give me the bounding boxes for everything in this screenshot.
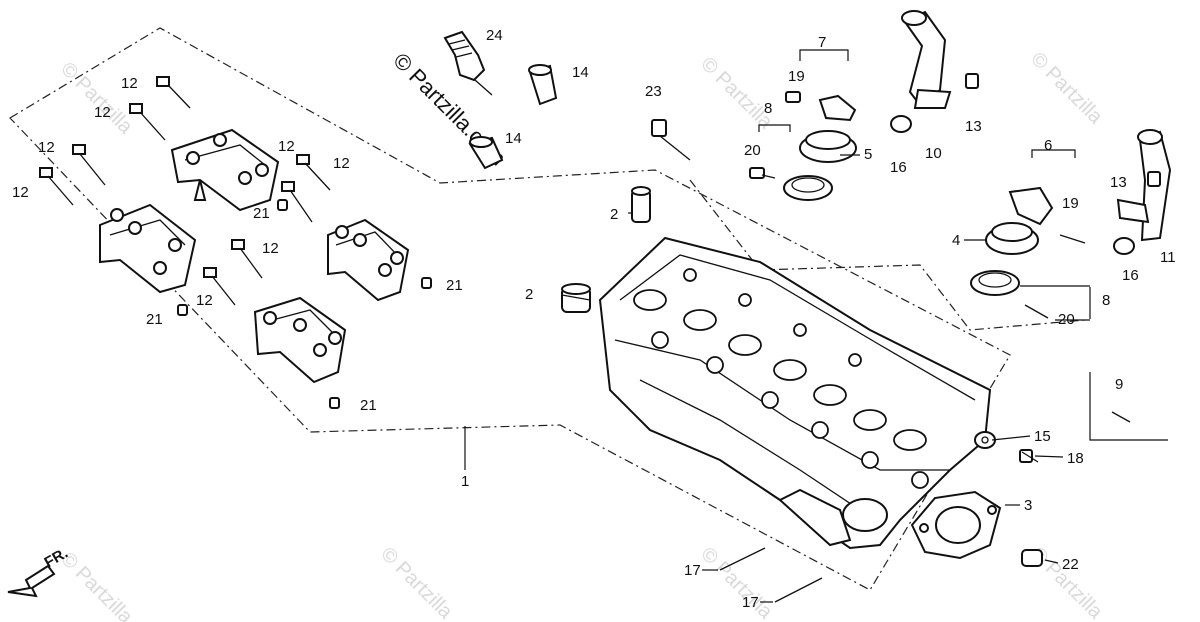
dowel-group-21 (177, 199, 432, 409)
fitting-9 (1089, 372, 1168, 441)
callout-17: 17 (742, 594, 759, 611)
callout-12: 12 (12, 184, 29, 201)
cam-holder-2 (99, 203, 197, 294)
callout-6: 6 (1044, 137, 1052, 154)
callout-4: 4 (952, 232, 960, 249)
callout-13: 13 (1110, 174, 1127, 191)
callout-5: 5 (864, 146, 872, 163)
callout-12: 12 (333, 155, 350, 172)
sleeve-lower (561, 283, 591, 313)
callout-21: 21 (360, 397, 377, 414)
callout-12: 12 (38, 139, 55, 156)
watermark: © Partzilla (696, 53, 777, 134)
callout-14: 14 (505, 130, 522, 147)
watermark: © Partzilla (56, 58, 137, 139)
callout-12: 12 (262, 240, 279, 257)
callout-16: 16 (1122, 267, 1139, 284)
stud-17 (719, 547, 823, 603)
callout-labels: 24 14 14 7 19 8 5 20 23 16 10 13 6 13 19… (12, 27, 1176, 611)
bolt-group-12 (39, 76, 331, 306)
hose-joint-10 (890, 10, 979, 133)
cam-holder-3 (327, 218, 410, 302)
callout-19: 19 (788, 68, 805, 85)
callout-17: 17 (684, 562, 701, 579)
hose-joint-11 (1113, 129, 1172, 255)
plug-seal-upper (528, 64, 558, 106)
callout-15: 15 (1034, 428, 1051, 445)
callout-16: 16 (890, 159, 907, 176)
spark-plug (443, 30, 493, 96)
callout-21: 21 (146, 311, 163, 328)
callout-9: 9 (1115, 376, 1123, 393)
callout-21: 21 (446, 277, 463, 294)
callout-3: 3 (1024, 497, 1032, 514)
intake-joint-lower (970, 186, 1086, 319)
callout-20: 20 (1058, 311, 1075, 328)
callout-1: 1 (461, 473, 469, 490)
callout-23: 23 (645, 83, 662, 100)
callout-7: 7 (818, 34, 826, 51)
leader-lines (464, 49, 1091, 603)
front-arrow: FR. (7, 545, 71, 598)
assembly-boundary-upper (689, 179, 1086, 331)
callout-12: 12 (196, 292, 213, 309)
callout-24: 24 (486, 27, 503, 44)
sleeve-upper (631, 186, 651, 223)
watermark: © Partzilla (376, 543, 457, 622)
callout-2: 2 (610, 206, 618, 223)
cylinder-head (598, 236, 992, 550)
callout-12: 12 (94, 104, 111, 121)
assembly-boundary-main (9, 27, 1011, 591)
callout-20: 20 (744, 142, 761, 159)
callout-13: 13 (965, 118, 982, 135)
watermark: © Partzilla (696, 543, 777, 622)
callout-18: 18 (1067, 450, 1084, 467)
callout-14: 14 (572, 64, 589, 81)
bolt-18 (1019, 449, 1039, 463)
callout-11: 11 (1160, 249, 1176, 266)
watermark: © Partzilla (1026, 48, 1107, 129)
callout-22: 22 (1062, 556, 1079, 573)
callout-19: 19 (1062, 195, 1079, 212)
callout-12: 12 (121, 75, 138, 92)
bolt-23 (651, 119, 691, 161)
callout-8: 8 (764, 100, 772, 117)
callout-21: 21 (253, 205, 270, 222)
callout-2: 2 (525, 286, 533, 303)
cap-22 (1021, 549, 1043, 567)
callout-8: 8 (1102, 292, 1110, 309)
exhaust-gasket (910, 490, 1002, 560)
callout-12: 12 (278, 138, 295, 155)
intake-joint-upper (749, 91, 857, 201)
cam-holder-4 (253, 296, 347, 384)
callout-10: 10 (925, 145, 942, 162)
plug-seal-lower (468, 136, 504, 170)
cam-holder-1 (170, 128, 280, 212)
